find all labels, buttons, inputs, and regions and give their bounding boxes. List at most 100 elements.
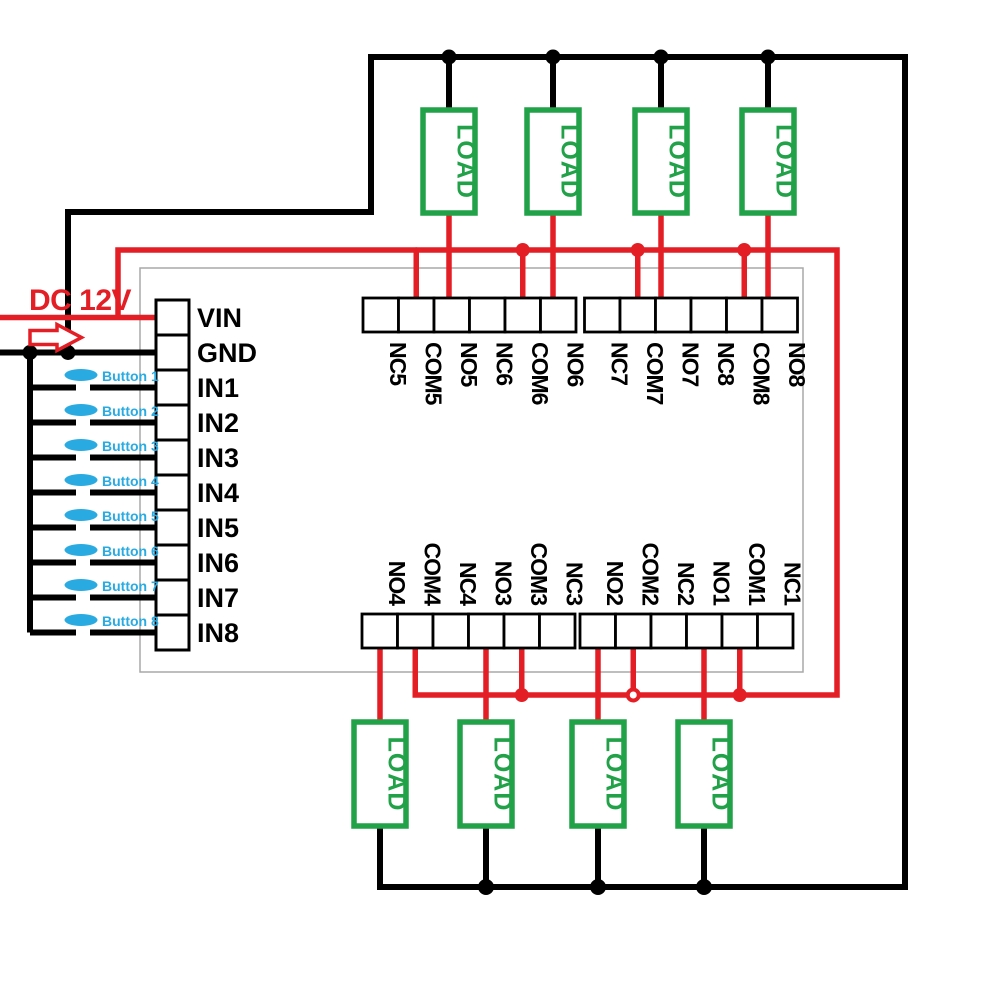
- terminal-label-nc7: NC7: [606, 342, 632, 385]
- button-cap-5: [64, 509, 98, 521]
- junction-dot: [737, 243, 752, 257]
- button-label-1: Button 1: [102, 368, 159, 384]
- load-box-8: [739, 107, 797, 216]
- junction-dot: [653, 49, 669, 65]
- terminal-label-nc5: NC5: [385, 342, 411, 386]
- terminal-label-no8: NO8: [784, 342, 810, 388]
- junction-dots: [22, 49, 776, 895]
- pin-in4: [154, 473, 191, 512]
- button-label-3: Button 3: [102, 438, 159, 454]
- load-label: LOAD: [489, 737, 517, 812]
- load-label: LOAD: [601, 737, 629, 812]
- button-cap-3: [64, 439, 98, 451]
- junction-dot: [760, 49, 776, 65]
- pin-label-in4: IN4: [197, 478, 239, 508]
- button-label-4: Button 4: [102, 473, 159, 489]
- pin-in2: [154, 403, 191, 442]
- terminal-label-com3: COM3: [526, 543, 552, 606]
- terminal-label-nc1: NC1: [779, 562, 805, 606]
- load-box-3: [457, 719, 515, 829]
- terminal-nc7: [583, 296, 622, 334]
- terminal-com6: [503, 296, 542, 334]
- junction-dot: [515, 243, 530, 257]
- terminal-com5: [397, 296, 436, 334]
- junction-dot: [22, 345, 38, 360]
- terminal-label-no6: NO6: [562, 342, 588, 387]
- button-cap-8: [64, 614, 98, 626]
- top-no-load-wires: [446, 210, 771, 321]
- relay-board-outline: [139, 267, 804, 673]
- ground-loop-wire: [65, 54, 908, 890]
- pin-in6: [154, 543, 191, 582]
- terminal-com4: [396, 612, 435, 650]
- terminal-label-no2: NO2: [602, 561, 628, 606]
- pin-label-vin: VIN: [197, 303, 242, 333]
- terminal-nc8: [689, 296, 728, 334]
- terminal-no5: [432, 296, 471, 334]
- junction-dot: [696, 879, 712, 895]
- terminal-com7: [618, 296, 657, 334]
- junction-dot: [514, 688, 529, 702]
- junction-dot: [478, 879, 494, 895]
- terminal-label-no3: NO3: [490, 561, 516, 606]
- terminal-no7: [654, 296, 693, 334]
- terminal-label-com6: COM6: [527, 342, 553, 405]
- button-cap-7: [64, 579, 98, 591]
- terminal-label-com4: COM4: [419, 543, 445, 607]
- pin-label-in5: IN5: [197, 513, 239, 543]
- pin-in5: [154, 508, 191, 547]
- terminal-com1: [720, 612, 759, 650]
- terminal-com3: [502, 612, 541, 650]
- terminal-com2: [614, 612, 653, 650]
- terminal-label-nc2: NC2: [673, 562, 699, 605]
- terminal-label-no7: NO7: [677, 342, 703, 387]
- pin-vin: [154, 298, 191, 337]
- load-label: LOAD: [383, 737, 411, 812]
- load-box-1: [675, 719, 733, 829]
- junction-dot: [630, 243, 645, 257]
- terminal-no4: [360, 612, 399, 650]
- terminal-label-nc3: NC3: [561, 562, 587, 605]
- terminal-block-bottom: NO4 COM4 NC4 NO3 COM3 NC3 NO2 COM2 NC2 N…: [360, 543, 805, 650]
- load-box-7: [632, 107, 690, 216]
- loads-bottom: LOAD LOAD LOAD LOAD: [351, 719, 735, 829]
- power-direction-arrow-icon: [28, 321, 86, 354]
- pin-in3: [154, 438, 191, 477]
- pin-in1: [154, 368, 191, 407]
- terminal-no8: [760, 296, 799, 334]
- button-cap-1: [64, 369, 98, 381]
- junction-dot: [545, 49, 561, 65]
- terminal-label-no1: NO1: [708, 561, 734, 607]
- terminal-nc2: [649, 612, 688, 650]
- junction-dot: [590, 879, 606, 895]
- junction-dot: [441, 49, 457, 65]
- button-cap-4: [64, 474, 98, 486]
- junction-dot: [625, 687, 641, 703]
- terminal-com8: [725, 296, 764, 334]
- terminal-label-nc8: NC8: [713, 342, 739, 386]
- terminal-label-com7: COM7: [642, 342, 668, 405]
- button-row-wires: [30, 384, 170, 636]
- pin-label-gnd: GND: [197, 338, 257, 368]
- dc-12v-label: DC 12V: [29, 284, 132, 317]
- terminal-label-nc4: NC4: [455, 562, 481, 606]
- terminal-label-com2: COM2: [637, 543, 663, 606]
- pin-label-in2: IN2: [197, 408, 239, 438]
- terminal-nc5: [361, 296, 400, 334]
- terminal-block-top: NC5 COM5 NO5 NC6 COM6 NO6 NC7 COM7 NO7 N…: [361, 296, 810, 406]
- load-box-2: [569, 719, 627, 829]
- pin-label-in7: IN7: [197, 583, 239, 613]
- pin-label-in6: IN6: [197, 548, 239, 578]
- terminal-label-no4: NO4: [384, 561, 410, 607]
- terminal-label-com8: COM8: [748, 342, 774, 406]
- button-label-2: Button 2: [102, 403, 159, 419]
- button-label-5: Button 5: [102, 508, 159, 524]
- load-box-6: [524, 107, 582, 216]
- pin-label-in1: IN1: [197, 373, 239, 403]
- pin-label-in3: IN3: [197, 443, 239, 473]
- button-label-7: Button 7: [102, 578, 159, 594]
- terminal-nc3: [538, 612, 577, 650]
- button-cap-2: [64, 404, 98, 416]
